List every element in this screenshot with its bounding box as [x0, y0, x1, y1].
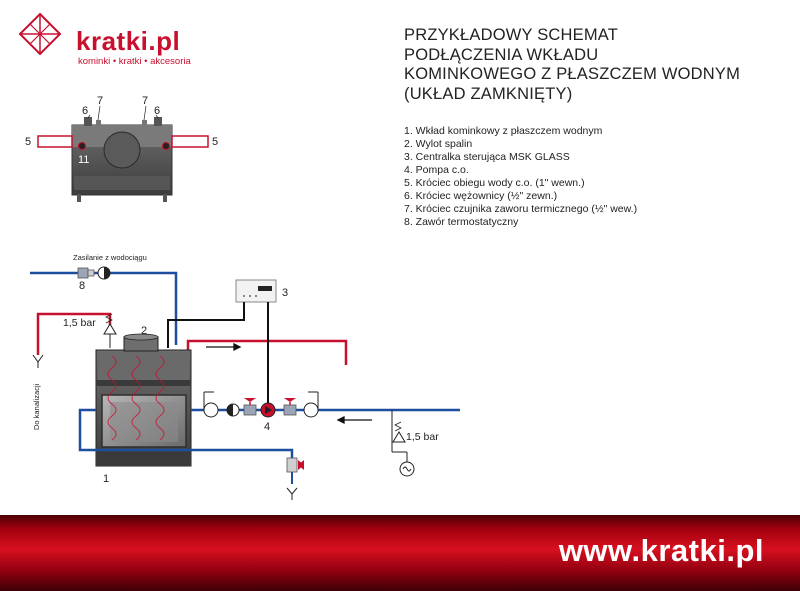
- kratki-logo-mark: [18, 12, 62, 56]
- pressure-label-top: 1,5 bar: [63, 317, 96, 329]
- footer-url[interactable]: www.kratki.pl: [558, 533, 764, 568]
- title-line: PRZYKŁADOWY SCHEMAT: [404, 26, 619, 44]
- supply-label: Zasilanie z wodociągu: [73, 253, 147, 262]
- control-wiring: [167, 302, 269, 404]
- label-8: 8: [79, 280, 85, 292]
- footer-banner: www.kratki.pl: [0, 515, 800, 591]
- diagram-title: PRZYKŁADOWY SCHEMAT PODŁĄCZENIA WKŁADU K…: [404, 26, 740, 104]
- label-4: 4: [264, 421, 270, 433]
- title-line: (UKŁAD ZAMKNIĘTY): [404, 84, 573, 103]
- kratki-logo: kratki.pl kominki • kratki • akcesoria: [18, 12, 238, 67]
- legend-item: 1. Wkład kominkowy z płaszczem wodnym: [404, 125, 603, 137]
- flow-arrow-right: [206, 342, 242, 352]
- label-1: 1: [103, 473, 109, 485]
- return-components: [203, 391, 319, 418]
- diagram-canvas: 5 5 6 7 7 6 11 Zasilanie z wodociągu 8 1…: [25, 95, 460, 500]
- label-11: 11: [78, 154, 89, 166]
- supply-pipe: [30, 271, 178, 345]
- thermostatic-valve-8: [77, 266, 111, 280]
- safety-valve-top: [103, 313, 117, 348]
- title-line: PODŁĄCZENIA WKŁADU: [404, 45, 599, 64]
- legend-item: 6. Króciec wężownicy (½" zewn.): [404, 190, 558, 202]
- drain-symbol: [32, 354, 44, 368]
- fireplace-insert: [95, 349, 192, 467]
- title-line: KOMINKOWEGO Z PŁASZCZEM WODNYM: [404, 65, 741, 83]
- controller-msk-glass: [235, 279, 277, 303]
- drain-label: Do kanalizacji: [32, 383, 41, 430]
- legend-item: 8. Zawór termostatyczny: [404, 216, 519, 228]
- legend-list: 1. Wkład kominkowy z płaszczem wodnym 2.…: [404, 125, 637, 229]
- logo-tagline: kominki • kratki • akcesoria: [78, 56, 191, 67]
- expansion-branch: [391, 410, 415, 477]
- label-6-left: 6: [82, 105, 88, 117]
- label-5-right: 5: [212, 136, 218, 148]
- flow-arrow-left: [336, 415, 372, 425]
- legend-item: 7. Króciec czujnika zaworu termicznego (…: [404, 203, 638, 215]
- label-6-right: 6: [154, 105, 160, 117]
- label-3: 3: [282, 287, 288, 299]
- label-2: 2: [141, 325, 147, 337]
- logo-name: kratki.pl: [76, 26, 181, 56]
- legend-item: 4. Pompa c.o.: [404, 164, 469, 176]
- flue-outlet-2: [123, 333, 159, 352]
- return-drain-valve: [286, 457, 304, 500]
- legend-item: 2. Wylot spalin: [404, 138, 473, 150]
- label-5-left: 5: [25, 136, 31, 148]
- legend-item: 3. Centralka sterująca MSK GLASS: [404, 151, 570, 163]
- legend-item: 5. Króciec obiegu wody c.o. (1" wewn.): [404, 177, 585, 189]
- pressure-label-right: 1,5 bar: [406, 431, 439, 443]
- label-7-right: 7: [142, 95, 148, 107]
- insert-top-view: [37, 105, 209, 202]
- label-7-left: 7: [97, 95, 103, 107]
